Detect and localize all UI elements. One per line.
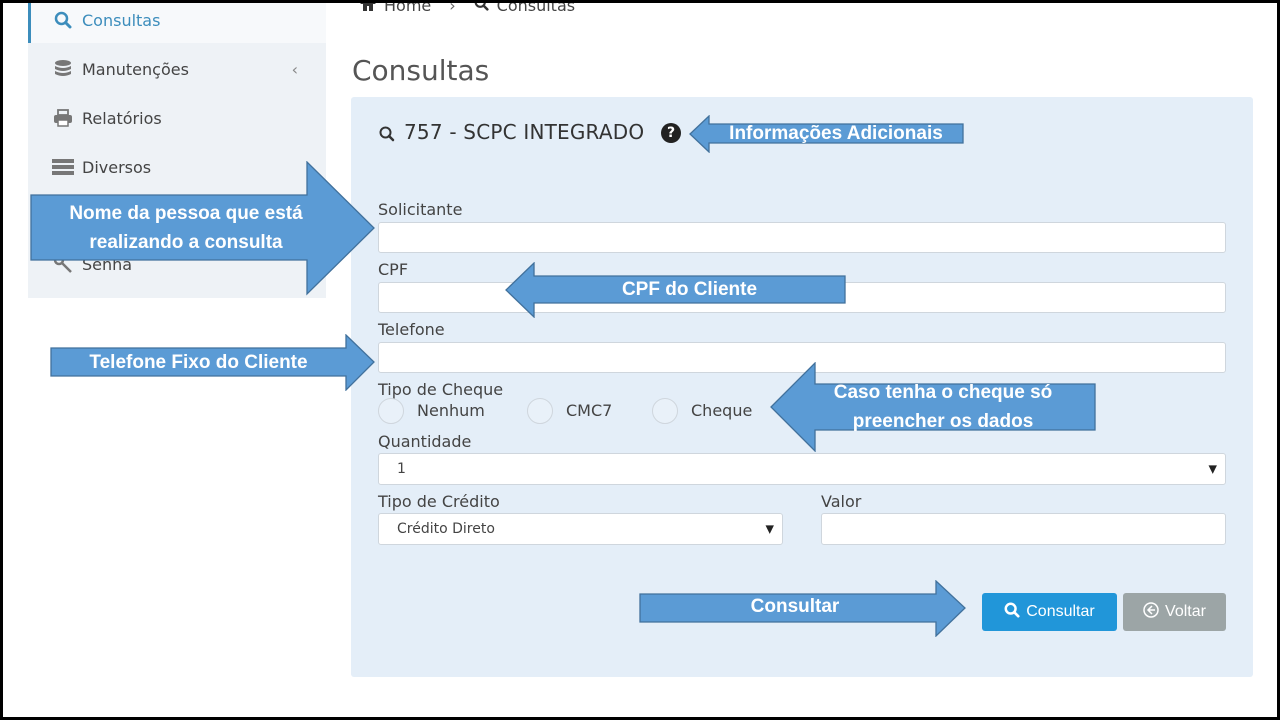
consultar-button-label: Consultar xyxy=(1026,603,1095,620)
server-icon xyxy=(52,157,74,177)
quantidade-select[interactable]: 1 ▼ xyxy=(378,453,1226,485)
search-icon xyxy=(378,122,398,142)
tipo-credito-label: Tipo de Crédito xyxy=(378,492,500,511)
tipo-credito-value: Crédito Direto xyxy=(397,521,495,537)
sidebar-item-manutencoes[interactable]: Manutenções ‹ xyxy=(28,46,326,92)
search-icon xyxy=(474,0,489,15)
annotation-cheque-line1: Caso tenha o cheque só xyxy=(833,382,1053,403)
radio-cmc7-label[interactable]: CMC7 xyxy=(566,401,613,420)
valor-input[interactable] xyxy=(821,513,1226,545)
sidebar-item-label: Consultas xyxy=(82,10,161,30)
telefone-label: Telefone xyxy=(378,320,445,339)
breadcrumb: Home › Consultas xyxy=(360,0,575,15)
solicitante-label: Solicitante xyxy=(378,200,463,219)
annotation-cpf-text: CPF do Cliente xyxy=(621,279,758,300)
breadcrumb-current: Consultas xyxy=(496,0,576,15)
cpf-label: CPF xyxy=(378,260,409,279)
annotation-arrow-cpf: CPF do Cliente xyxy=(505,262,847,318)
sidebar-item-label: Relatórios xyxy=(82,108,162,128)
sidebar-item-label: Manutenções xyxy=(82,59,189,79)
solicitante-input[interactable] xyxy=(378,222,1226,253)
annotation-cheque-line2: preencher os dados xyxy=(852,411,1034,432)
panel-title: 757 - SCPC INTEGRADO xyxy=(378,120,644,144)
valor-label: Valor xyxy=(821,492,862,511)
voltar-button[interactable]: Voltar xyxy=(1123,593,1226,631)
printer-icon xyxy=(52,108,74,128)
telefone-input[interactable] xyxy=(378,342,1226,373)
radio-cmc7[interactable] xyxy=(527,398,553,424)
radio-nenhum[interactable] xyxy=(378,398,404,424)
annotation-arrow-info: Informações Adicionais xyxy=(689,115,965,153)
radio-cheque-label[interactable]: Cheque xyxy=(691,401,753,420)
sidebar-item-label: Diversos xyxy=(82,157,152,177)
annotation-nome-line1: Nome da pessoa que está xyxy=(69,203,303,224)
annotation-arrow-telefone: Telefone Fixo do Cliente xyxy=(50,334,376,391)
caret-down-icon: ▼ xyxy=(765,522,774,536)
annotation-arrow-cheque: Caso tenha o cheque só preencher os dado… xyxy=(770,362,1097,452)
home-icon xyxy=(360,0,376,15)
database-icon xyxy=(52,59,74,79)
panel-title-text: 757 - SCPC INTEGRADO xyxy=(404,120,645,144)
annotation-telefone-text: Telefone Fixo do Cliente xyxy=(89,352,308,373)
radio-nenhum-label[interactable]: Nenhum xyxy=(417,401,485,420)
quantidade-value: 1 xyxy=(397,461,406,477)
breadcrumb-home-link[interactable]: Home xyxy=(384,0,432,15)
chevron-left-icon: ‹ xyxy=(291,60,298,79)
arrow-circle-left-icon xyxy=(1143,601,1159,623)
annotation-info-text: Informações Adicionais xyxy=(729,123,943,144)
radio-cheque[interactable] xyxy=(652,398,678,424)
annotation-consultar-text: Consultar xyxy=(750,596,840,617)
quantidade-label: Quantidade xyxy=(378,432,472,451)
search-icon xyxy=(1004,602,1020,623)
page-title: Consultas xyxy=(352,54,490,87)
consultar-button[interactable]: Consultar xyxy=(982,593,1117,631)
sidebar-item-relatorios[interactable]: Relatórios xyxy=(28,95,326,141)
tipo-credito-select[interactable]: Crédito Direto ▼ xyxy=(378,513,783,545)
breadcrumb-separator: › xyxy=(449,0,456,15)
sidebar-item-consultas[interactable]: Consultas xyxy=(28,0,326,43)
annotation-arrow-nome: Nome da pessoa que está realizando a con… xyxy=(30,161,376,296)
search-icon xyxy=(52,10,74,30)
tipo-cheque-label: Tipo de Cheque xyxy=(378,380,504,399)
annotation-arrow-consultar: Consultar xyxy=(639,580,967,637)
help-icon[interactable]: ? xyxy=(661,123,681,143)
caret-down-icon: ▼ xyxy=(1208,462,1217,476)
annotation-nome-line2: realizando a consulta xyxy=(89,232,283,253)
voltar-button-label: Voltar xyxy=(1165,603,1206,620)
sidebar-item-diversos[interactable]: Diversos xyxy=(28,144,326,190)
